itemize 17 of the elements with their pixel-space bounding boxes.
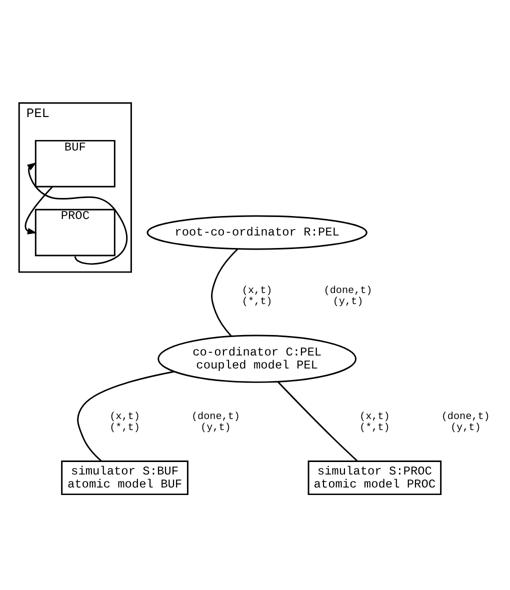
- label: (done,t) (y,t): [441, 412, 490, 434]
- label: (done,t) (y,t): [191, 412, 240, 434]
- connector: [211, 248, 238, 337]
- node-box: PROC: [34, 208, 116, 256]
- node-box: simulator S:PROC atomic model PROC: [308, 460, 442, 496]
- label: (x,t) (*,t): [110, 412, 140, 434]
- node-box: simulator S:BUF atomic model BUF: [61, 460, 188, 496]
- node-ellipse: root-co-ordinator R:PEL: [146, 215, 368, 250]
- label: (x,t) (*,t): [242, 286, 272, 308]
- node-box: BUF: [34, 140, 116, 188]
- arrow: [24, 186, 53, 234]
- connector: [77, 370, 174, 462]
- node-ellipse: co-ordinator C:PEL coupled model PEL: [158, 334, 357, 383]
- label: (x,t) (*,t): [360, 412, 390, 434]
- connector: [278, 382, 358, 462]
- arrow: [26, 162, 128, 265]
- label: (done,t) (y,t): [324, 286, 372, 308]
